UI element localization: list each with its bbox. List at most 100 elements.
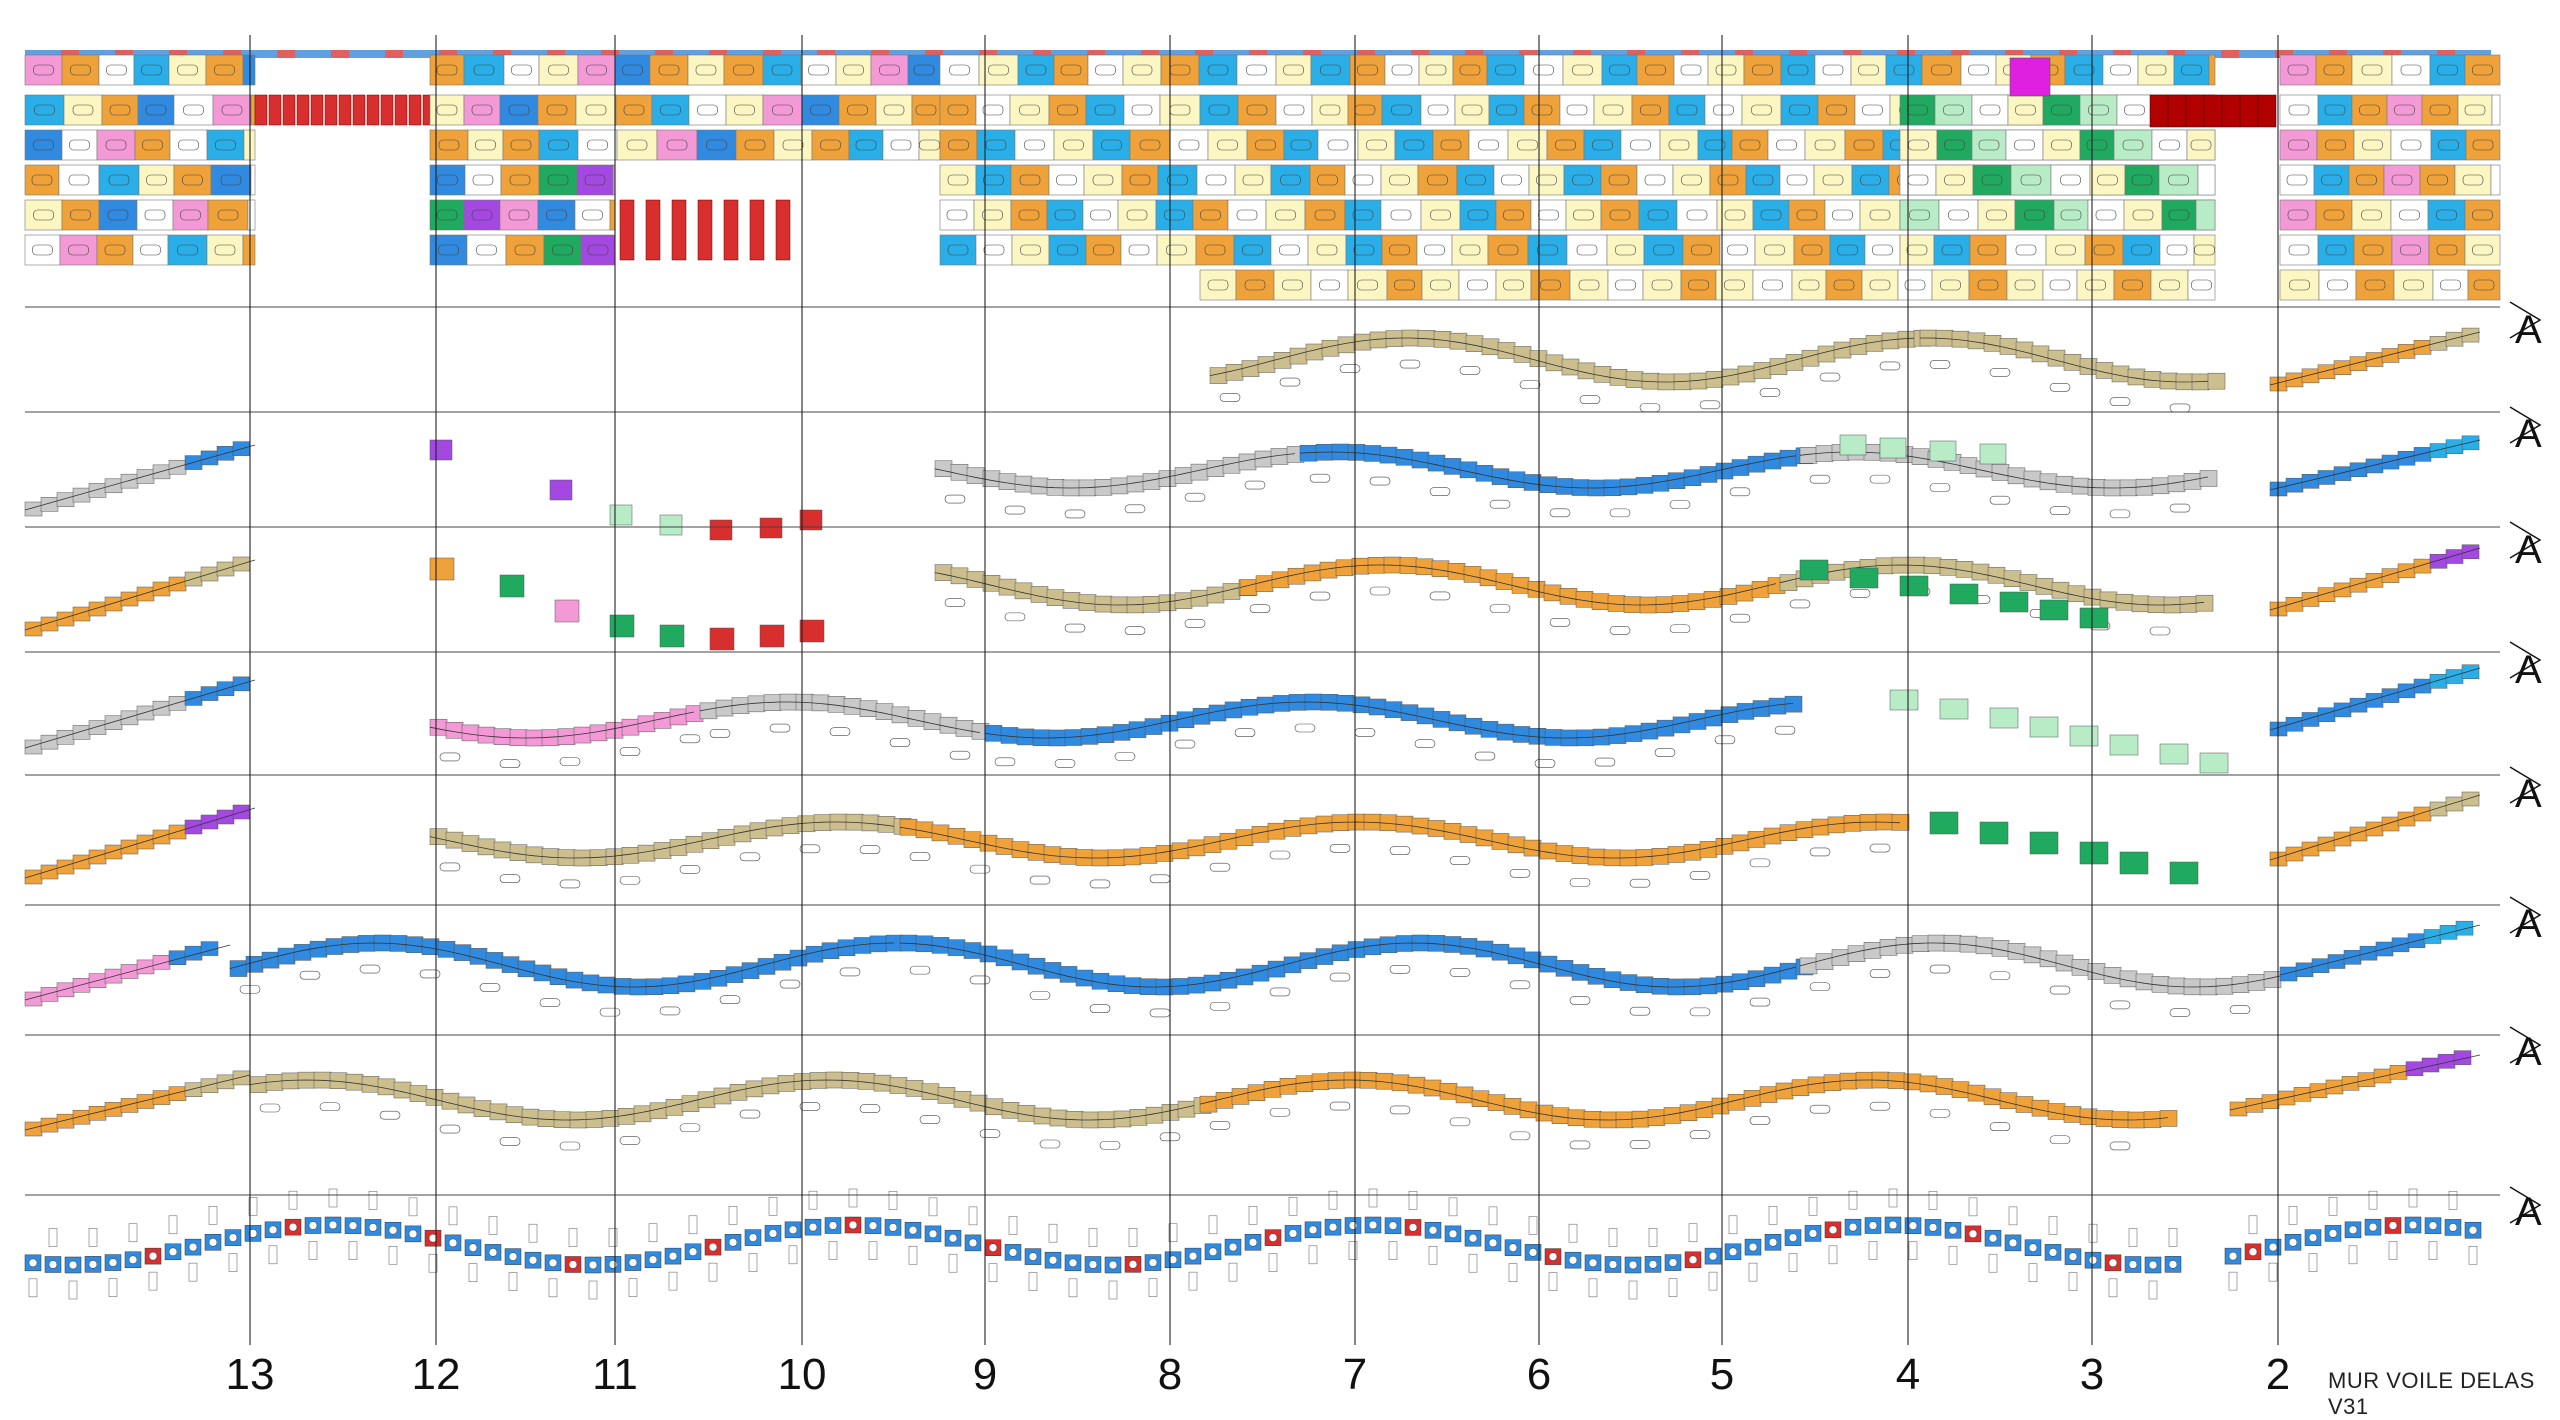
panel-tag	[2060, 209, 2082, 221]
panel-tag	[1893, 64, 1915, 76]
strip-segment	[1255, 575, 1274, 592]
top-band-cell	[2149, 50, 2167, 58]
strip-segment	[2079, 358, 2098, 375]
ramp-segment	[2229, 1101, 2248, 1117]
strip-segment	[1703, 591, 1722, 608]
ramp-segment	[2413, 678, 2432, 694]
strip-segment	[1224, 701, 1243, 719]
panel-tag	[587, 244, 609, 256]
panel-tag	[1424, 244, 1445, 256]
ramp-segment	[2461, 435, 2480, 451]
elevation-panel	[1642, 269, 1682, 301]
panel-tag	[1760, 209, 1782, 221]
elevation-panel	[2187, 269, 2216, 301]
bead-hole	[848, 1220, 858, 1230]
ramp-segment	[2373, 1068, 2392, 1084]
bead-tag	[2348, 1245, 2358, 1265]
panel-tag	[1366, 139, 1387, 151]
bead-tag	[288, 1190, 298, 1210]
top-band-cell	[1789, 50, 1807, 58]
panel-tag	[879, 64, 900, 76]
strip-tag	[1064, 509, 1086, 519]
strip-tag	[2109, 397, 2131, 406]
bead-hole	[1668, 1258, 1678, 1267]
strip-tag	[679, 734, 701, 744]
panel-tag	[1832, 209, 1853, 221]
bead-hole	[1428, 1225, 1438, 1235]
elevation-panel	[614, 54, 651, 86]
strip-tag	[1569, 1140, 1591, 1150]
panel-tag	[1430, 279, 1451, 291]
panel-tag	[1644, 174, 1666, 186]
strip-segment	[995, 949, 1014, 967]
strip-tag	[1654, 748, 1676, 757]
strip-tag	[1609, 626, 1631, 635]
elevation-panel	[2010, 164, 2052, 196]
bead-tag	[2028, 1263, 2038, 1282]
elevation-panel	[538, 164, 578, 196]
elevation-panel	[1014, 129, 1055, 161]
panel-tag	[1126, 209, 1148, 221]
panel-tag	[2325, 139, 2346, 151]
bead-hole	[968, 1238, 978, 1248]
strip-segment	[1011, 953, 1030, 971]
elevation-panel	[1310, 269, 1349, 301]
strip-segment	[1443, 823, 1462, 840]
top-band-cell	[1267, 50, 1285, 58]
top-band-cell	[529, 50, 547, 58]
strip-segment	[1747, 455, 1766, 473]
bead-tag	[1928, 1191, 1938, 1210]
panel-tag	[1246, 64, 1267, 76]
strip-tag	[2049, 382, 2071, 392]
bead-hole	[688, 1247, 698, 1257]
panel-tag	[1389, 244, 1410, 256]
elevation-panel	[500, 164, 540, 196]
bead-hole	[768, 1229, 778, 1238]
strip-segment	[1203, 974, 1222, 992]
bead-tag	[1388, 1241, 1398, 1260]
strip-tag	[1579, 395, 1601, 404]
strip-tag	[1474, 751, 1496, 761]
strip-segment	[859, 700, 878, 718]
panel-tag	[1762, 279, 1783, 291]
panel-tag	[2055, 244, 2076, 256]
bead-tag	[1908, 1241, 1918, 1260]
bead-tag	[1808, 1197, 1818, 1216]
bead-hole	[2088, 1255, 2098, 1265]
strip-segment	[1279, 1077, 1298, 1095]
strip-segment	[1177, 1100, 1196, 1118]
bead-hole	[1088, 1260, 1098, 1269]
section-marker-row-2: A	[2515, 412, 2542, 456]
panel-tag	[180, 209, 201, 221]
elevation-panel	[2006, 269, 2044, 301]
loose-panel	[1979, 443, 2007, 465]
bead-tag	[2248, 1215, 2258, 1235]
strip-segment	[1203, 836, 1222, 853]
top-band-cell	[1249, 50, 1267, 58]
elevation-panel	[2351, 54, 2393, 86]
elevation-panel	[2279, 269, 2320, 301]
panel-tag	[1094, 104, 1116, 116]
ramp-segment	[56, 859, 75, 875]
strip-tag	[1809, 1104, 1831, 1114]
panel-tag	[1390, 209, 1412, 221]
bead-hole	[1808, 1229, 1818, 1238]
elevation-panel	[1347, 94, 1383, 126]
strip-tag	[1149, 874, 1171, 884]
ramp-segment	[2365, 821, 2384, 837]
ramp-segment	[2405, 1061, 2424, 1076]
strip-segment	[1763, 452, 1782, 470]
elevation-panel	[2113, 269, 2152, 301]
strip-segment	[966, 571, 985, 588]
elevation-panel	[167, 234, 208, 266]
top-band-cell	[1699, 50, 1717, 58]
strip-tag	[1569, 878, 1591, 887]
section-arrow-icon	[2509, 766, 2542, 804]
strip-segment	[947, 827, 966, 845]
strip-tag	[1929, 964, 1951, 974]
panel-tag	[508, 209, 530, 221]
spandrel-red	[254, 94, 268, 126]
bead-hole	[1968, 1229, 1978, 1239]
bead-hole	[808, 1222, 818, 1232]
strip-segment	[1222, 456, 1241, 474]
